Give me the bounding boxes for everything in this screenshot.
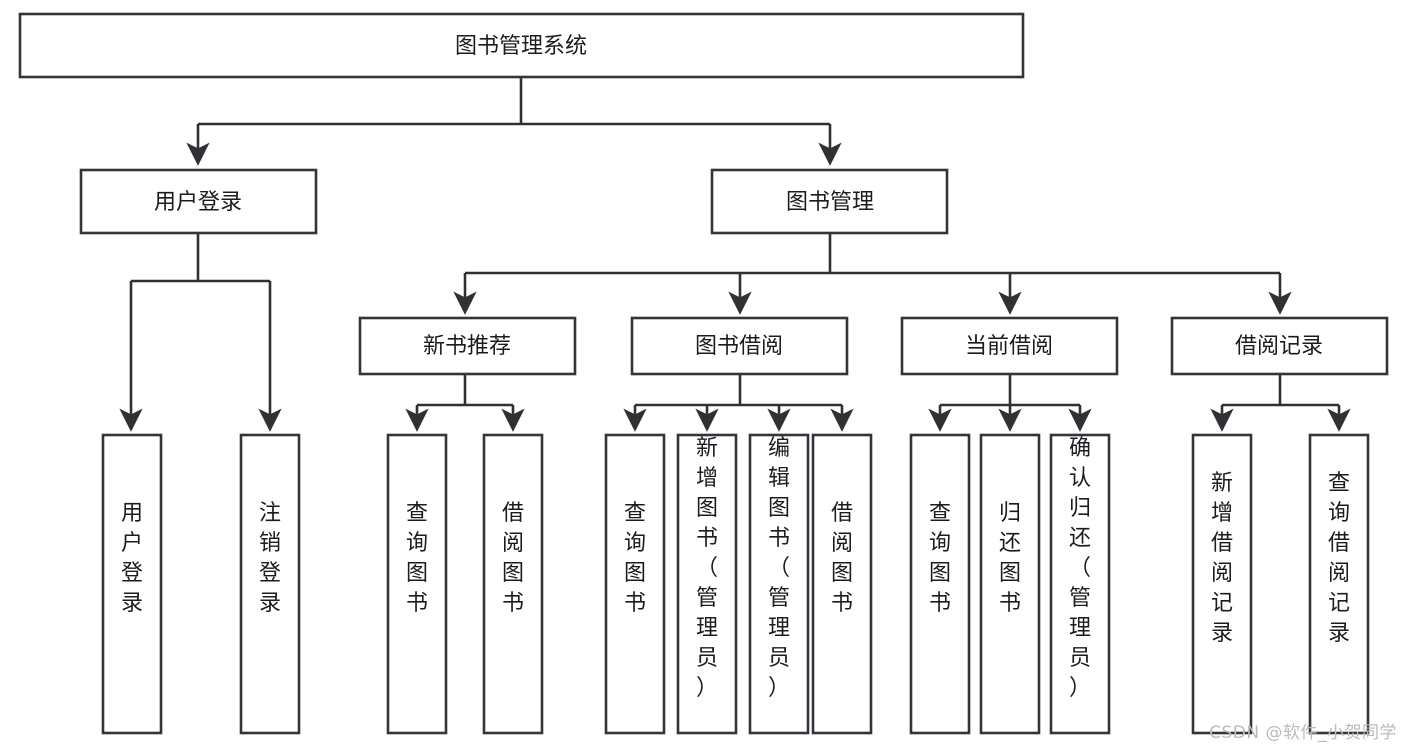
node-current-borrow[interactable]: 当前借阅	[900, 316, 1119, 376]
leaf-book-borrow-2-box[interactable]	[676, 433, 738, 735]
node-book-borrow[interactable]: 图书借阅	[630, 316, 849, 376]
node-new-book-recommend-label: 新书推荐	[423, 334, 511, 359]
node-root[interactable]: 图书管理系统	[18, 12, 1025, 79]
leaf-current-borrow-2[interactable]: 归还图书	[979, 433, 1041, 735]
node-book-manage-box[interactable]	[710, 168, 949, 235]
leaf-book-borrow-1-box[interactable]	[604, 433, 666, 735]
node-borrow-record-box[interactable]	[1170, 316, 1389, 376]
leaf-borrow-record-2[interactable]: 查询借阅记录	[1308, 433, 1370, 735]
csdn-watermark: CSDN @软件_小贺同学	[1209, 723, 1397, 743]
node-user-login-box[interactable]	[79, 168, 318, 235]
leaf-user-login-1-label: 用户登录	[121, 501, 143, 616]
leaf-book-borrow-4[interactable]: 借阅图书	[811, 433, 873, 735]
leaf-borrow-record-1-label: 新增借阅记录	[1211, 471, 1233, 646]
leaf-book-borrow-3-box[interactable]	[748, 433, 810, 735]
node-book-manage[interactable]: 图书管理	[710, 168, 949, 235]
leaf-borrow-record-1[interactable]: 新增借阅记录	[1191, 433, 1253, 735]
node-book-borrow-box[interactable]	[630, 316, 849, 376]
leaf-book-borrow-3-label: 编辑图书（管理员）	[768, 436, 790, 701]
leaf-book-borrow-1-label: 查询图书	[624, 501, 646, 616]
node-borrow-record-label: 借阅记录	[1235, 334, 1323, 359]
node-root-label: 图书管理系统	[455, 34, 587, 59]
node-book-borrow-label: 图书借阅	[695, 334, 783, 359]
leaf-new-book-1-box[interactable]	[386, 433, 448, 735]
leaf-user-login-2-label: 注销登录	[259, 501, 281, 616]
leaf-current-borrow-1[interactable]: 查询图书	[909, 433, 971, 735]
node-user-login[interactable]: 用户登录	[79, 168, 318, 235]
leaf-book-borrow-1[interactable]: 查询图书	[604, 433, 666, 735]
leaf-user-login-1[interactable]: 用户登录	[101, 433, 163, 735]
node-user-login-label: 用户登录	[154, 190, 242, 215]
leaf-borrow-record-2-label: 查询借阅记录	[1328, 471, 1350, 646]
node-borrow-record[interactable]: 借阅记录	[1170, 316, 1389, 376]
leaf-current-borrow-1-box[interactable]	[909, 433, 971, 735]
leaf-user-login-2-box[interactable]	[239, 433, 301, 735]
leaf-current-borrow-1-label: 查询图书	[929, 501, 951, 616]
leaf-new-book-1[interactable]: 查询图书	[386, 433, 448, 735]
leaf-book-borrow-3[interactable]: 编辑图书（管理员）	[748, 433, 810, 735]
leaf-user-login-1-box[interactable]	[101, 433, 163, 735]
leaf-user-login-2[interactable]: 注销登录	[239, 433, 301, 735]
leaf-current-borrow-3-label: 确认归还（管理员）	[1069, 436, 1091, 701]
node-root-box[interactable]	[18, 12, 1025, 79]
leaf-current-borrow-2-label: 归还图书	[999, 501, 1021, 616]
leaf-new-book-2-label: 借阅图书	[502, 501, 524, 616]
node-current-borrow-label: 当前借阅	[965, 334, 1053, 359]
leaf-new-book-1-label: 查询图书	[406, 501, 428, 616]
leaf-book-borrow-4-box[interactable]	[811, 433, 873, 735]
leaf-new-book-2-box[interactable]	[482, 433, 544, 735]
leaf-book-borrow-2-label: 新增图书（管理员）	[696, 436, 718, 701]
node-current-borrow-box[interactable]	[900, 316, 1119, 376]
leaf-new-book-2[interactable]: 借阅图书	[482, 433, 544, 735]
leaf-borrow-record-2-box[interactable]	[1308, 433, 1370, 735]
leaf-current-borrow-3[interactable]: 确认归还（管理员）	[1049, 433, 1111, 735]
leaf-current-borrow-2-box[interactable]	[979, 433, 1041, 735]
node-new-book-recommend[interactable]: 新书推荐	[358, 316, 577, 376]
connector-layer	[119, 77, 1351, 432]
leaf-borrow-record-1-box[interactable]	[1191, 433, 1253, 735]
leaf-book-borrow-4-label: 借阅图书	[831, 501, 853, 616]
node-book-manage-label: 图书管理	[786, 190, 874, 215]
node-new-book-recommend-box[interactable]	[358, 316, 577, 376]
leaf-current-borrow-3-box[interactable]	[1049, 433, 1111, 735]
leaf-book-borrow-2[interactable]: 新增图书（管理员）	[676, 433, 738, 735]
